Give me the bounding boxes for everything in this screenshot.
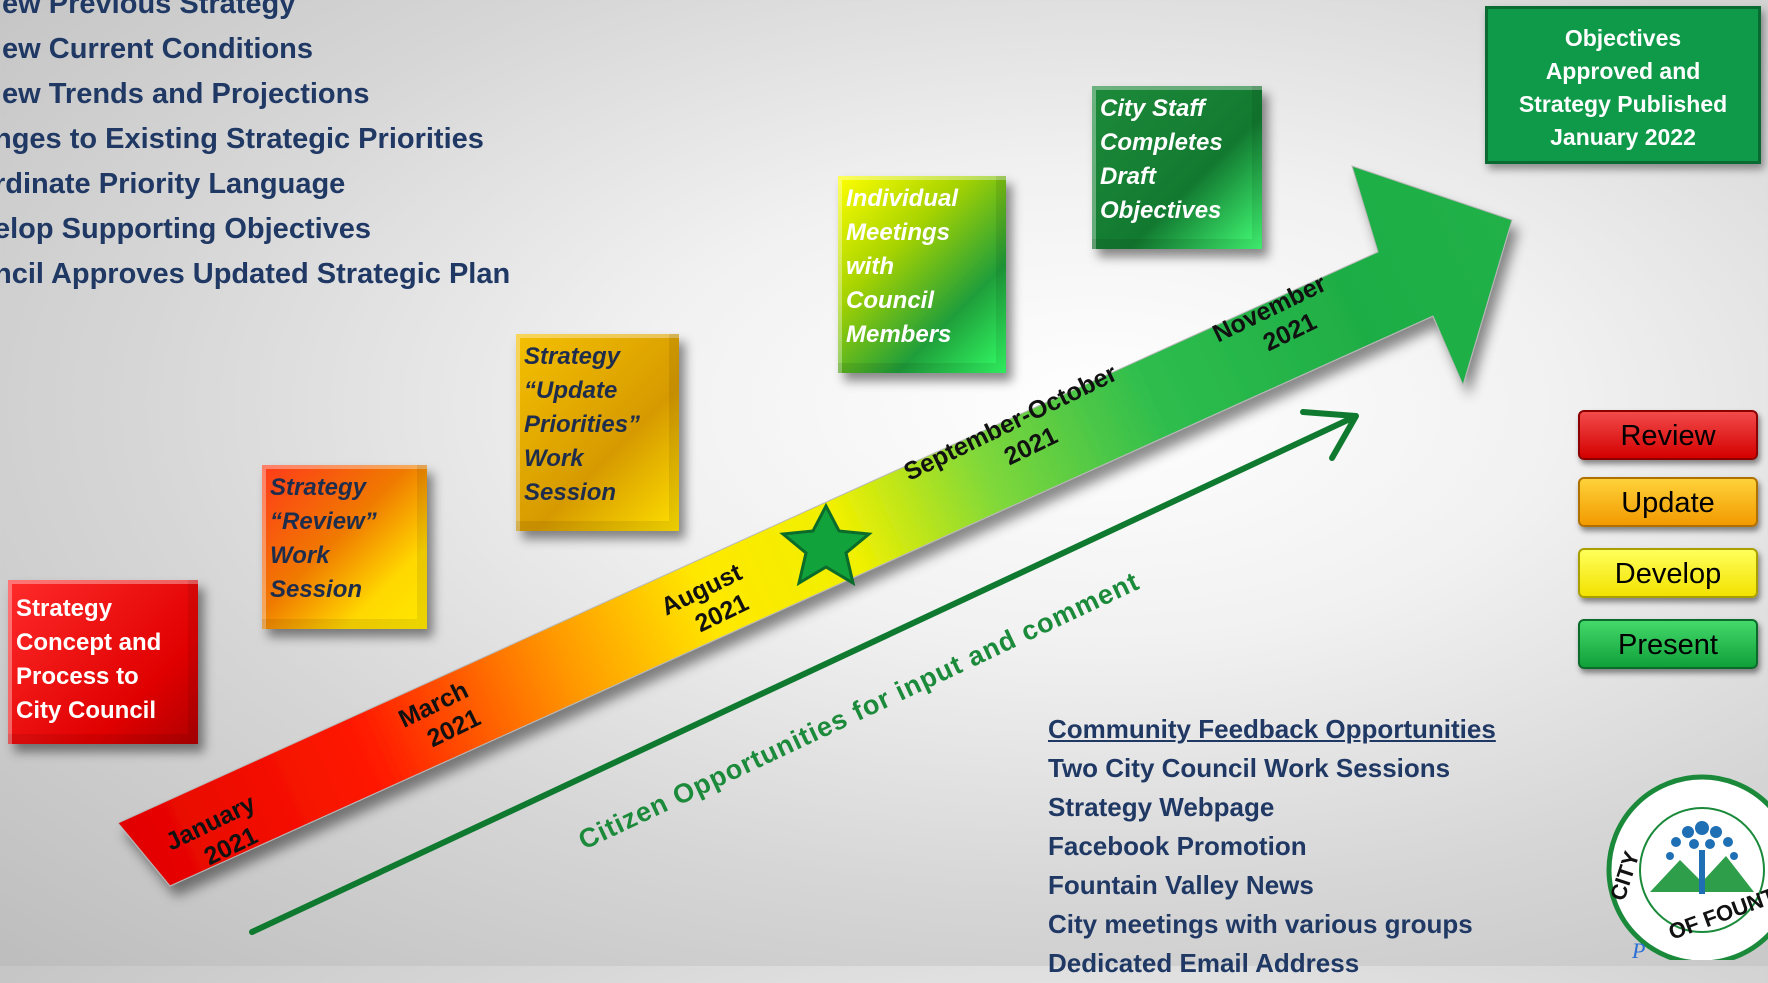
milestone-line: Work	[270, 542, 330, 569]
legend-update: Update	[1578, 477, 1758, 527]
process-steps-list: iew Previous Strategy iew Current Condit…	[0, 0, 510, 297]
objectives-published-box: Objectives Approved and Strategy Publish…	[1485, 6, 1761, 164]
citizen-arrow	[249, 409, 1359, 935]
milestone-line: Council	[846, 287, 934, 314]
step-item: iew Previous Strategy	[0, 0, 296, 20]
legend-present: Present	[1578, 619, 1758, 669]
milestone-line: “Update	[524, 377, 618, 404]
feedback-item: Strategy Webpage	[1048, 792, 1275, 822]
feedback-heading: Community Feedback Opportunities	[1048, 714, 1496, 744]
milestone-line: Objectives	[1100, 197, 1222, 224]
published-line: January 2022	[1550, 124, 1696, 150]
milestone-line: Completes	[1100, 129, 1223, 156]
milestone-text: Strategy “Update Priorities” Work Sessio…	[524, 340, 665, 517]
milestone-line: City Council	[16, 697, 157, 724]
current-progress-star-icon	[779, 502, 873, 587]
milestone-line: Concept and	[16, 629, 162, 656]
milestone-box-update-session: Strategy “Update Priorities” Work Sessio…	[516, 334, 679, 531]
logo-tagline-fragment: P	[1631, 938, 1645, 960]
feedback-item: Two City Council Work Sessions	[1048, 753, 1451, 783]
milestone-line: Individual	[846, 185, 959, 212]
milestone-line: “Review”	[270, 508, 377, 535]
step-item: elop Supporting Objectives	[0, 213, 372, 245]
legend-review: Review	[1578, 410, 1758, 460]
milestone-line: Strategy	[524, 343, 621, 370]
milestone-box-concept: Strategy Concept and Process to City Cou…	[8, 580, 198, 744]
feedback-item: Dedicated Email Address	[1048, 948, 1360, 978]
milestone-line: Priorities”	[524, 411, 641, 438]
milestone-box-draft-objectives: City Staff Completes Draft Objectives	[1092, 86, 1262, 249]
milestone-box-council-meetings: Individual Meetings with Council Members	[838, 176, 1006, 373]
step-item: iew Trends and Projections	[0, 78, 370, 110]
published-line: Approved and	[1545, 58, 1701, 84]
step-item: nges to Existing Strategic Priorities	[0, 123, 484, 155]
milestone-line: Process to	[16, 663, 139, 690]
feedback-item: Facebook Promotion	[1048, 831, 1307, 861]
milestone-line: Strategy	[270, 474, 367, 501]
milestone-box-review-session: Strategy “Review” Work Session	[262, 465, 427, 629]
step-item: ncil Approves Updated Strategic Plan	[0, 258, 511, 290]
milestone-text: City Staff Completes Draft Objectives	[1100, 92, 1248, 235]
published-line: Objectives	[1564, 25, 1682, 51]
milestone-line: City Staff	[1100, 95, 1205, 122]
milestone-text: Individual Meetings with Council Members	[846, 182, 992, 359]
step-item: iew Current Conditions	[0, 33, 313, 65]
milestone-line: Meetings	[846, 219, 951, 246]
milestone-line: Strategy	[16, 595, 113, 622]
milestone-text: Strategy Concept and Process to City Cou…	[16, 592, 184, 730]
milestone-text: Strategy “Review” Work Session	[270, 471, 413, 615]
milestone-line: Session	[270, 576, 363, 603]
milestone-line: Session	[524, 479, 617, 506]
feedback-item: Fountain Valley News	[1048, 870, 1314, 900]
step-item: rdinate Priority Language	[0, 168, 346, 200]
community-feedback-list: Community Feedback Opportunities Two Cit…	[1048, 710, 1496, 983]
legend-develop: Develop	[1578, 548, 1758, 598]
published-line: Strategy Published	[1518, 91, 1728, 117]
milestone-line: Work	[524, 445, 584, 472]
feedback-item: City meetings with various groups	[1048, 909, 1473, 939]
city-seal-logo: CITY OF FOUNTAIN P	[1605, 774, 1768, 960]
milestone-line: Draft	[1100, 163, 1157, 190]
milestone-line: with	[846, 253, 894, 280]
milestone-line: Members	[846, 321, 952, 348]
